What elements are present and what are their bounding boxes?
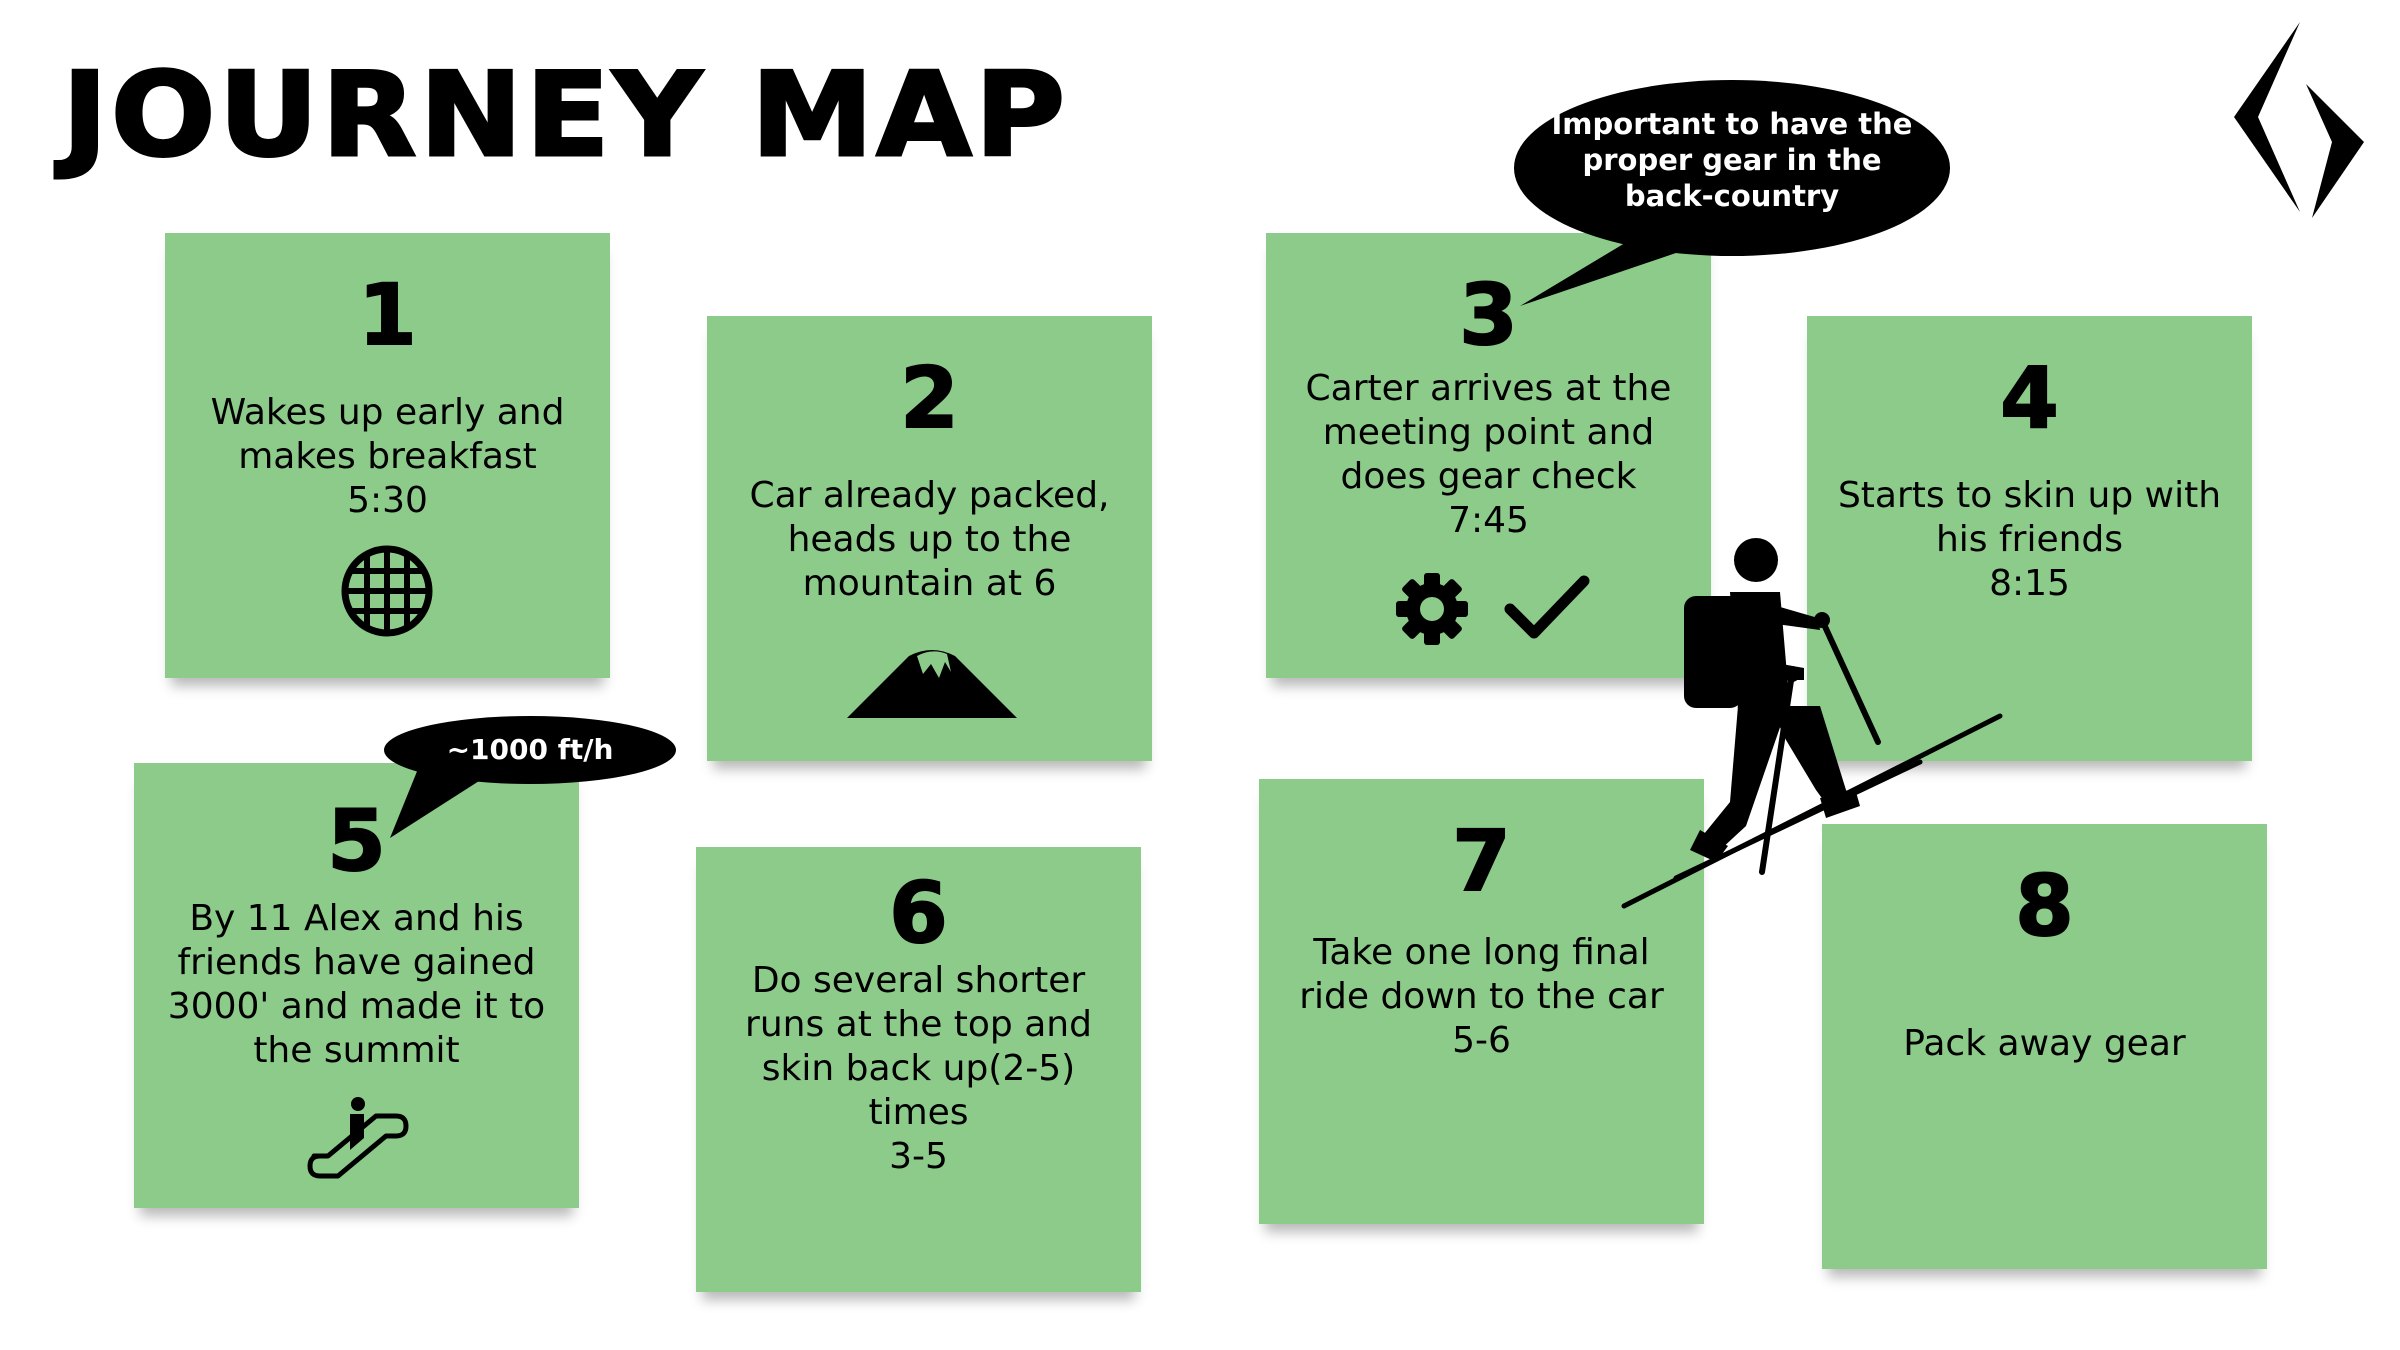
note-text: Pack away gear bbox=[1846, 1022, 2243, 1066]
note-line: does gear check bbox=[1340, 456, 1637, 497]
note-line: Carter arrives at the bbox=[1305, 368, 1672, 409]
note-line: meeting point and bbox=[1322, 412, 1655, 453]
note-line: skin back up(2-5) bbox=[761, 1048, 1076, 1089]
note-line: makes breakfast bbox=[238, 436, 537, 477]
skier-icon bbox=[1621, 538, 2003, 909]
note-line: Wakes up early and bbox=[210, 392, 565, 433]
waffle-icon bbox=[341, 545, 433, 637]
note-number: 3 bbox=[1458, 266, 1518, 364]
note-line: Car already packed, bbox=[749, 475, 1110, 516]
note-8: 8 Pack away gear bbox=[1822, 824, 2267, 1269]
bubble-line: Important to have the bbox=[1551, 107, 1913, 141]
note-text: Take one long final ride down to the car… bbox=[1283, 931, 1680, 1063]
note-line: 3000' and made it to bbox=[167, 986, 546, 1027]
note-4: 4 Starts to skin up with his friends 8:1… bbox=[1807, 316, 2252, 761]
note-6: 6 Do several shorter runs at the top and… bbox=[696, 847, 1141, 1292]
checkmark-icon bbox=[1504, 575, 1590, 639]
note-line: mountain at 6 bbox=[802, 563, 1057, 604]
bubble-line: proper gear in the bbox=[1582, 143, 1882, 177]
note-number: 4 bbox=[1999, 349, 2059, 447]
mountain-icon bbox=[847, 650, 1017, 718]
gear-icon bbox=[1396, 573, 1468, 645]
note-line: ride down to the car bbox=[1299, 976, 1664, 1017]
speech-bubble-rate: ~1000 ft/h bbox=[446, 733, 614, 766]
note-line: Starts to skin up with bbox=[1837, 475, 2222, 516]
note-number: 1 bbox=[357, 266, 417, 364]
note-line: times bbox=[868, 1092, 969, 1133]
logo-icon bbox=[2234, 22, 2364, 218]
speech-bubble-rate-shape bbox=[384, 716, 676, 838]
note-text: Starts to skin up with his friends 8:15 bbox=[1831, 474, 2228, 606]
speech-bubble-gear: Important to have the proper gear in the… bbox=[1540, 106, 1924, 214]
note-1: 1 Wakes up early and makes breakfast 5:3… bbox=[165, 233, 610, 678]
note-number: 5 bbox=[326, 792, 386, 890]
note-text: Do several shorter runs at the top and s… bbox=[720, 959, 1117, 1179]
note-line: the summit bbox=[253, 1030, 460, 1071]
page-title: JOURNEY MAP bbox=[60, 48, 1069, 183]
note-number: 8 bbox=[2014, 857, 2074, 955]
note-line: friends have gained bbox=[177, 942, 536, 983]
note-3: 3 Carter arrives at the meeting point an… bbox=[1266, 233, 1711, 678]
note-line: 3-5 bbox=[889, 1136, 948, 1177]
note-line: heads up to the bbox=[787, 519, 1072, 560]
note-number: 6 bbox=[888, 864, 948, 962]
note-text: Wakes up early and makes breakfast 5:30 bbox=[189, 391, 586, 523]
note-line: 5-6 bbox=[1452, 1020, 1511, 1061]
note-number: 2 bbox=[899, 349, 959, 447]
note-7: 7 Take one long final ride down to the c… bbox=[1259, 779, 1704, 1224]
note-text: By 11 Alex and his friends have gained 3… bbox=[158, 897, 555, 1073]
note-line: runs at the top and bbox=[745, 1004, 1092, 1045]
note-line: 5:30 bbox=[347, 480, 428, 521]
note-line: Do several shorter bbox=[751, 960, 1086, 1001]
note-text: Carter arrives at the meeting point and … bbox=[1290, 367, 1687, 543]
note-line: Pack away gear bbox=[1903, 1023, 2186, 1064]
note-line: Take one long final bbox=[1313, 932, 1650, 973]
speech-bubble-gear-shape bbox=[1514, 80, 1950, 306]
note-line: By 11 Alex and his bbox=[189, 898, 524, 939]
bubble-line: back-country bbox=[1624, 179, 1840, 213]
note-line: 8:15 bbox=[1989, 563, 2070, 604]
note-line: his friends bbox=[1935, 519, 2124, 560]
note-2: 2 Car already packed, heads up to the mo… bbox=[707, 316, 1152, 761]
note-number: 7 bbox=[1451, 812, 1511, 910]
escalator-icon bbox=[307, 1097, 409, 1179]
note-5: 5 By 11 Alex and his friends have gained… bbox=[134, 763, 579, 1208]
note-text: Car already packed, heads up to the moun… bbox=[731, 474, 1128, 606]
note-line: 7:45 bbox=[1448, 500, 1529, 541]
